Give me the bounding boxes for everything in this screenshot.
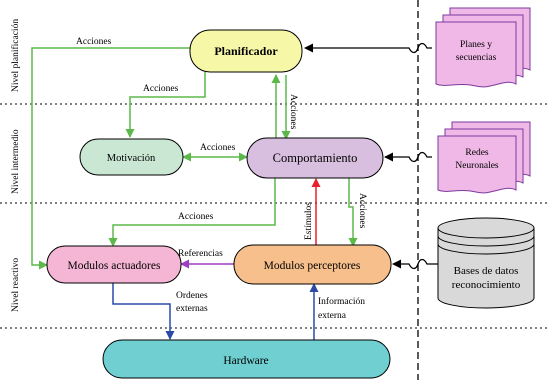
label-acciones-actuadores: Acciones xyxy=(178,212,214,222)
node-planificador-label: Planificador xyxy=(214,44,278,58)
label-ordenes-1: Ordenes xyxy=(176,291,208,301)
label-acciones-vertical-right: Acciones xyxy=(357,193,367,229)
label-informacion-1: Información xyxy=(318,296,365,307)
edge-planificador-motivacion xyxy=(125,72,206,138)
node-hardware: Hardware xyxy=(102,339,391,379)
node-modulos-perceptores: Modulos perceptores xyxy=(233,244,392,285)
source-planes-secuencias: Planes y secuencias xyxy=(435,7,531,88)
node-motivacion: Motivación xyxy=(79,138,184,176)
level-label-intermedio: Nivel intermedio xyxy=(11,129,21,194)
edge-comportamiento-actuadores xyxy=(108,178,276,247)
node-actuadores-label: Modulos actuadores xyxy=(68,260,161,272)
label-referencias: Referencias xyxy=(178,248,223,259)
label-acciones-vertical-top: Acciones xyxy=(288,94,298,130)
node-comportamiento-label: Comportamiento xyxy=(273,151,358,165)
edge-actuadores-hardware xyxy=(112,283,175,340)
label-informacion-2: externa xyxy=(318,311,347,321)
node-modulos-actuadores: Modulos actuadores xyxy=(46,245,182,284)
arrowhead-motivacion xyxy=(182,152,191,162)
edge-redes-comportamiento xyxy=(384,151,432,163)
label-acciones-motivacion: Acciones xyxy=(143,84,179,94)
redes-label-2: Neuronales xyxy=(455,161,499,171)
source-bases-de-datos: Bases de datos reconocimiento xyxy=(437,217,535,309)
label-ordenes-2: externas xyxy=(176,304,208,314)
bases-label-1: Bases de datos xyxy=(454,265,519,277)
node-comportamiento: Comportamiento xyxy=(246,137,384,179)
label-acciones-motiv-comport: Acciones xyxy=(200,143,236,153)
node-planificador: Planificador xyxy=(189,29,303,73)
level-label-reactivo: Nivel reactivo xyxy=(11,258,21,312)
edge-planes-planificador xyxy=(304,42,432,54)
planes-label-2: secuencias xyxy=(456,53,497,63)
edge-planificador-actuadores xyxy=(31,47,190,270)
planes-label-1: Planes y xyxy=(460,40,492,50)
level-label-planificacion: Nivel planificación xyxy=(10,19,21,92)
source-redes-neuronales: Redes Neuronales xyxy=(437,121,531,194)
node-hardware-label: Hardware xyxy=(223,355,268,367)
bases-label-2: reconocimiento xyxy=(452,279,521,291)
node-perceptores-label: Modulos perceptores xyxy=(264,260,361,272)
edge-comportamiento-perceptores xyxy=(348,178,358,247)
label-estimulos: Estímulos xyxy=(304,202,314,240)
node-motivacion-label: Motivación xyxy=(107,153,156,164)
edge-bases-perceptores xyxy=(392,258,438,270)
redes-label-1: Redes xyxy=(465,148,489,158)
label-acciones-left: Acciones xyxy=(76,37,112,47)
